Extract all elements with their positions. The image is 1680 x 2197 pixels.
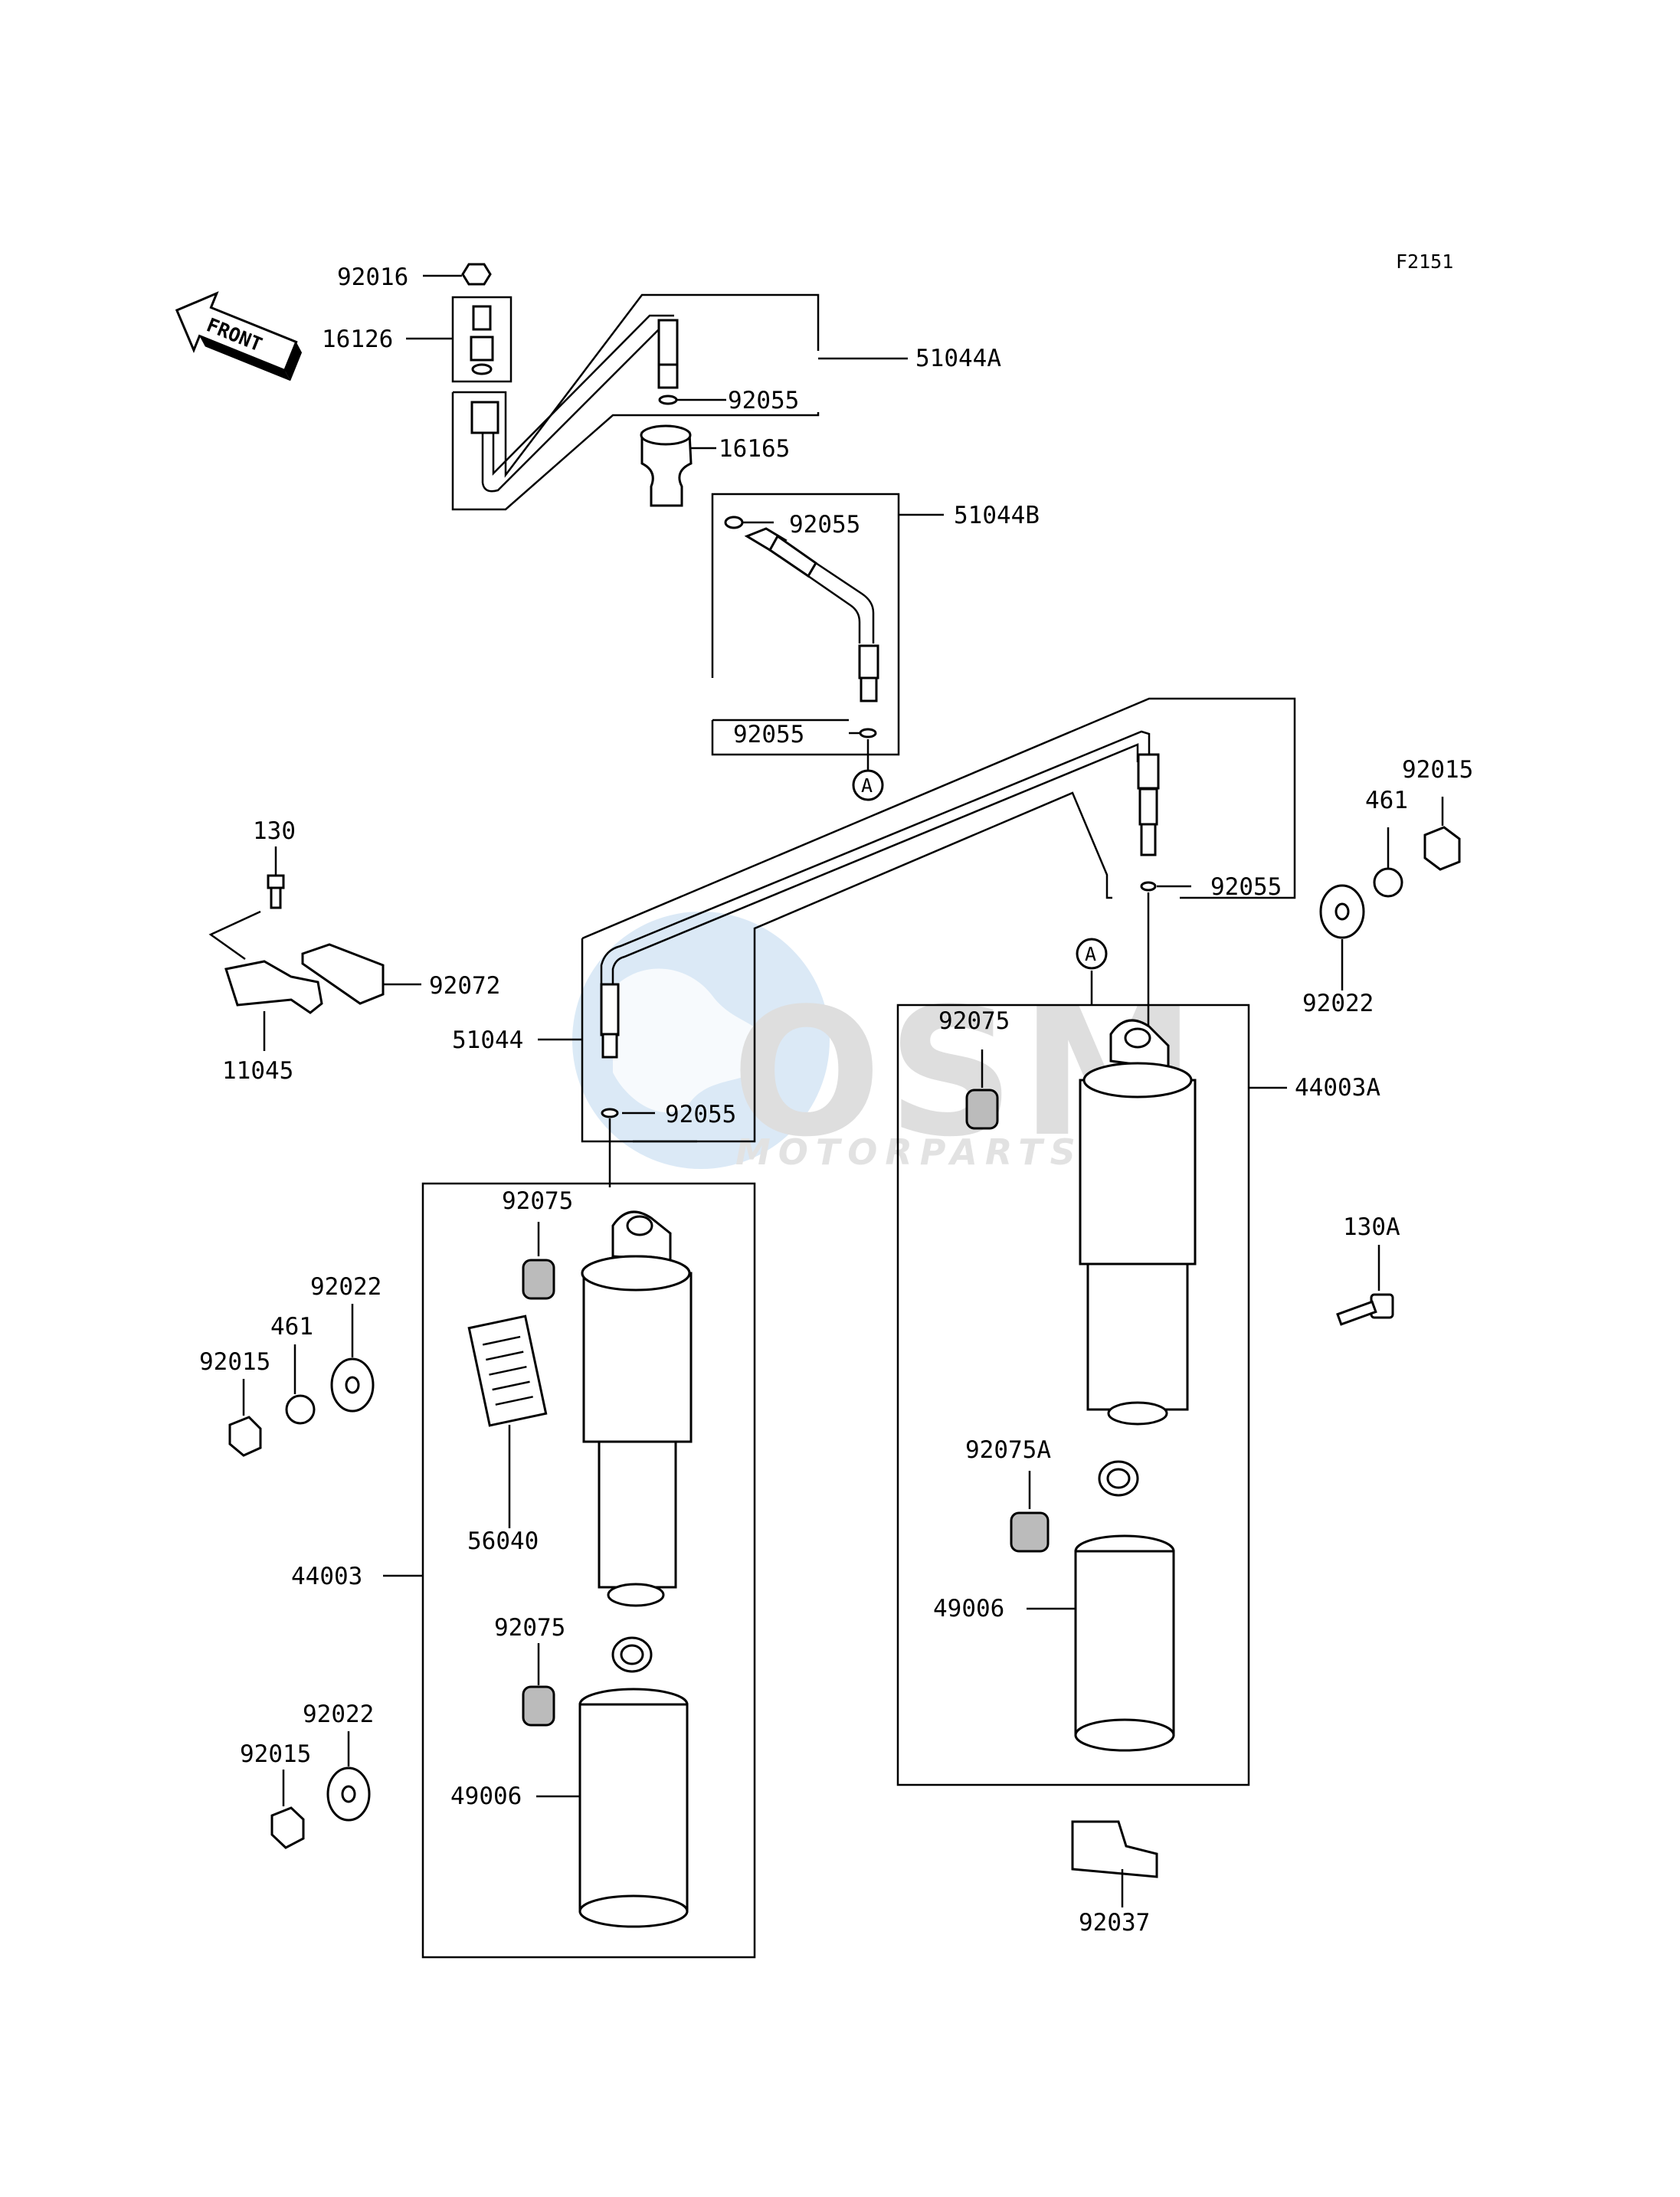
label-92072: 92072: [429, 972, 500, 1000]
label-92015-l1: 92015: [199, 1348, 270, 1376]
figure-code: F2151: [1396, 250, 1453, 273]
nut-92015-l2-icon: [270, 1806, 305, 1849]
label-11045: 11045: [222, 1057, 293, 1085]
label-92075-r: 92075: [938, 1007, 1010, 1035]
bush-92075-r-icon: [965, 1089, 999, 1130]
label-92022-r: 92022: [1302, 990, 1374, 1017]
label-461-l: 461: [270, 1313, 313, 1341]
label-49006-l: 49006: [450, 1783, 522, 1810]
ref-circle-a-label: A: [861, 774, 873, 797]
label-92022-l1: 92022: [310, 1273, 382, 1301]
label-44003: 44003: [291, 1563, 362, 1590]
hose-51044: [538, 697, 1296, 1187]
label-130A: 130A: [1343, 1213, 1400, 1241]
watermark-sub-text: MOTORPARTS: [735, 1131, 1083, 1173]
strap-92072-icon: [301, 943, 385, 1005]
hose-51044B: A: [711, 493, 944, 801]
label-51044A: 51044A: [915, 345, 1001, 372]
bolt-130A-icon: [1336, 1245, 1394, 1326]
bush-92075-l1-icon: [522, 1259, 555, 1300]
bracket-11045-icon: [224, 960, 323, 1014]
front-arrow-icon: FRONT: [175, 291, 303, 381]
bolt-130-icon: [267, 874, 285, 889]
label-92022-l2: 92022: [303, 1701, 374, 1728]
valve-16126-icon: [472, 305, 492, 331]
shock-44003: [383, 1182, 756, 1959]
nut-92015-r-icon: [1423, 826, 1461, 871]
boot-49006-l-icon: [578, 1688, 689, 1928]
ref-circle-a-icon: [852, 769, 884, 801]
nut-92015-l1-icon: [228, 1416, 262, 1457]
label-92037: 92037: [1079, 1909, 1150, 1937]
label-92015-l2: 92015: [240, 1740, 311, 1768]
label-92055-b: 92055: [789, 511, 860, 539]
nut-92016-icon: [461, 263, 492, 286]
label-49006-r: 49006: [933, 1595, 1004, 1622]
watermark-continents-icon: [613, 968, 774, 1113]
label-51044: 51044: [452, 1026, 523, 1054]
hose-51044A: [451, 263, 908, 511]
shock-44003A: A: [896, 938, 1287, 1907]
label-461-r: 461: [1365, 787, 1408, 814]
label-56040-icon: [467, 1315, 548, 1427]
bush-92075A-icon: [1010, 1511, 1050, 1553]
lockwasher-461-r-icon: [1373, 867, 1403, 898]
left-fasteners: [228, 1304, 375, 1849]
label-130: 130: [253, 817, 296, 845]
label-92055-c: 92055: [733, 721, 804, 748]
label-92016: 92016: [337, 264, 408, 291]
bushing-16165-icon: [640, 431, 693, 507]
label-44003A: 44003A: [1295, 1074, 1380, 1102]
label-16126: 16126: [322, 326, 393, 353]
part-labels: 92016 16126 51044A 92055 16165 92055 510…: [199, 264, 1473, 1937]
label-51044B: 51044B: [954, 502, 1040, 529]
label-56040: 56040: [467, 1527, 539, 1555]
label-92075-l1: 92075: [502, 1187, 573, 1215]
clamp-group: [208, 846, 421, 1051]
ref-circle-a2-label: A: [1085, 943, 1096, 965]
lockwasher-461-l-icon: [285, 1394, 316, 1425]
label-92055-d: 92055: [1210, 873, 1282, 901]
label-92015-r: 92015: [1402, 756, 1473, 784]
tag-92037-icon: [1071, 1820, 1158, 1878]
label-92055-a: 92055: [728, 387, 799, 414]
right-fasteners: [1319, 797, 1461, 990]
label-92055-e: 92055: [665, 1101, 736, 1128]
label-92075-l2: 92075: [494, 1614, 565, 1642]
ref-circle-a2-icon: [1076, 938, 1108, 970]
label-92075A: 92075A: [965, 1436, 1051, 1464]
boot-49006-r-icon: [1074, 1534, 1175, 1752]
label-16165: 16165: [719, 435, 790, 463]
watermark-globe-icon: [572, 912, 830, 1169]
bush-92075-l2-icon: [522, 1685, 555, 1727]
